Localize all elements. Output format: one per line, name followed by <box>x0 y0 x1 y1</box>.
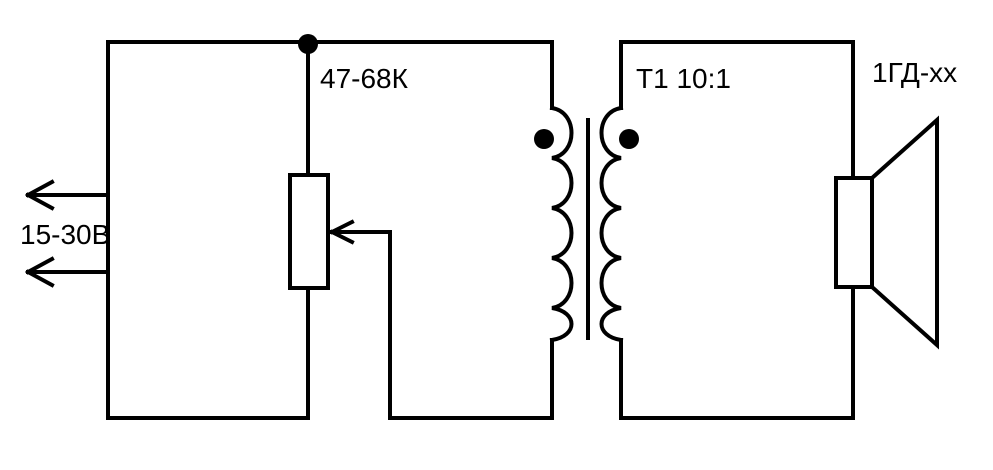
secondary-top-wire <box>619 40 855 180</box>
primary-polarity-dot <box>534 129 554 149</box>
supply-voltage-label: 15-30В <box>20 219 110 250</box>
secondary-winding <box>599 105 624 343</box>
potentiometer-wiper <box>329 219 554 420</box>
supply-top-wire <box>106 40 554 274</box>
speaker-label: 1ГД-хх <box>872 57 957 88</box>
primary-winding <box>549 105 574 343</box>
supply-bottom-wire <box>106 193 310 420</box>
speaker-magnet <box>834 176 874 289</box>
junction-dot <box>298 34 318 54</box>
input-arrow-top <box>25 179 110 211</box>
input-arrow-bottom <box>25 256 110 288</box>
speaker-cone <box>869 115 939 350</box>
potentiometer-label: 47-68К <box>320 63 409 94</box>
secondary-polarity-dot <box>619 129 639 149</box>
secondary-bottom-wire <box>619 285 855 420</box>
transformer-label: Т1 10:1 <box>636 63 731 94</box>
potentiometer-body <box>288 173 330 290</box>
